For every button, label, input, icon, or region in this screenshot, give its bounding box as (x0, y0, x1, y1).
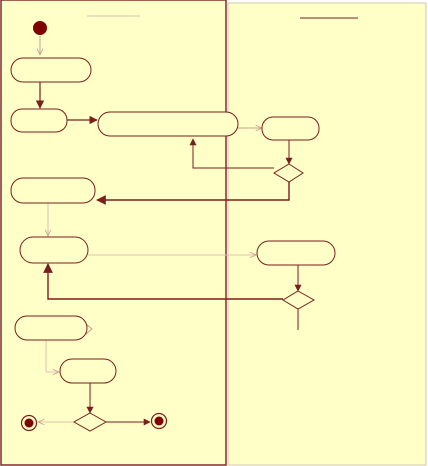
edge-decision-1-to-action-5 (96, 181, 290, 205)
decision-1 (273, 163, 304, 183)
decision-2 (282, 290, 316, 310)
edge-stub-arrowhead (85, 323, 93, 335)
initial-node (33, 21, 47, 35)
final-node-left (20, 414, 38, 432)
nodes (10, 21, 336, 432)
action-3 (97, 111, 239, 137)
edge-decision-2-to-action-6 (43, 263, 283, 300)
action-4 (261, 116, 320, 141)
edge-decision-1-to-action-3 (189, 138, 274, 169)
action-9 (59, 358, 117, 384)
action-2 (10, 108, 68, 133)
right-swimlane (227, 2, 427, 466)
action-6 (19, 236, 89, 264)
final-node-right (150, 412, 168, 430)
decision-3 (72, 412, 108, 432)
action-8 (14, 315, 88, 341)
edges (35, 36, 302, 426)
action-1 (10, 57, 92, 83)
action-7 (256, 240, 336, 266)
action-5 (10, 177, 96, 204)
